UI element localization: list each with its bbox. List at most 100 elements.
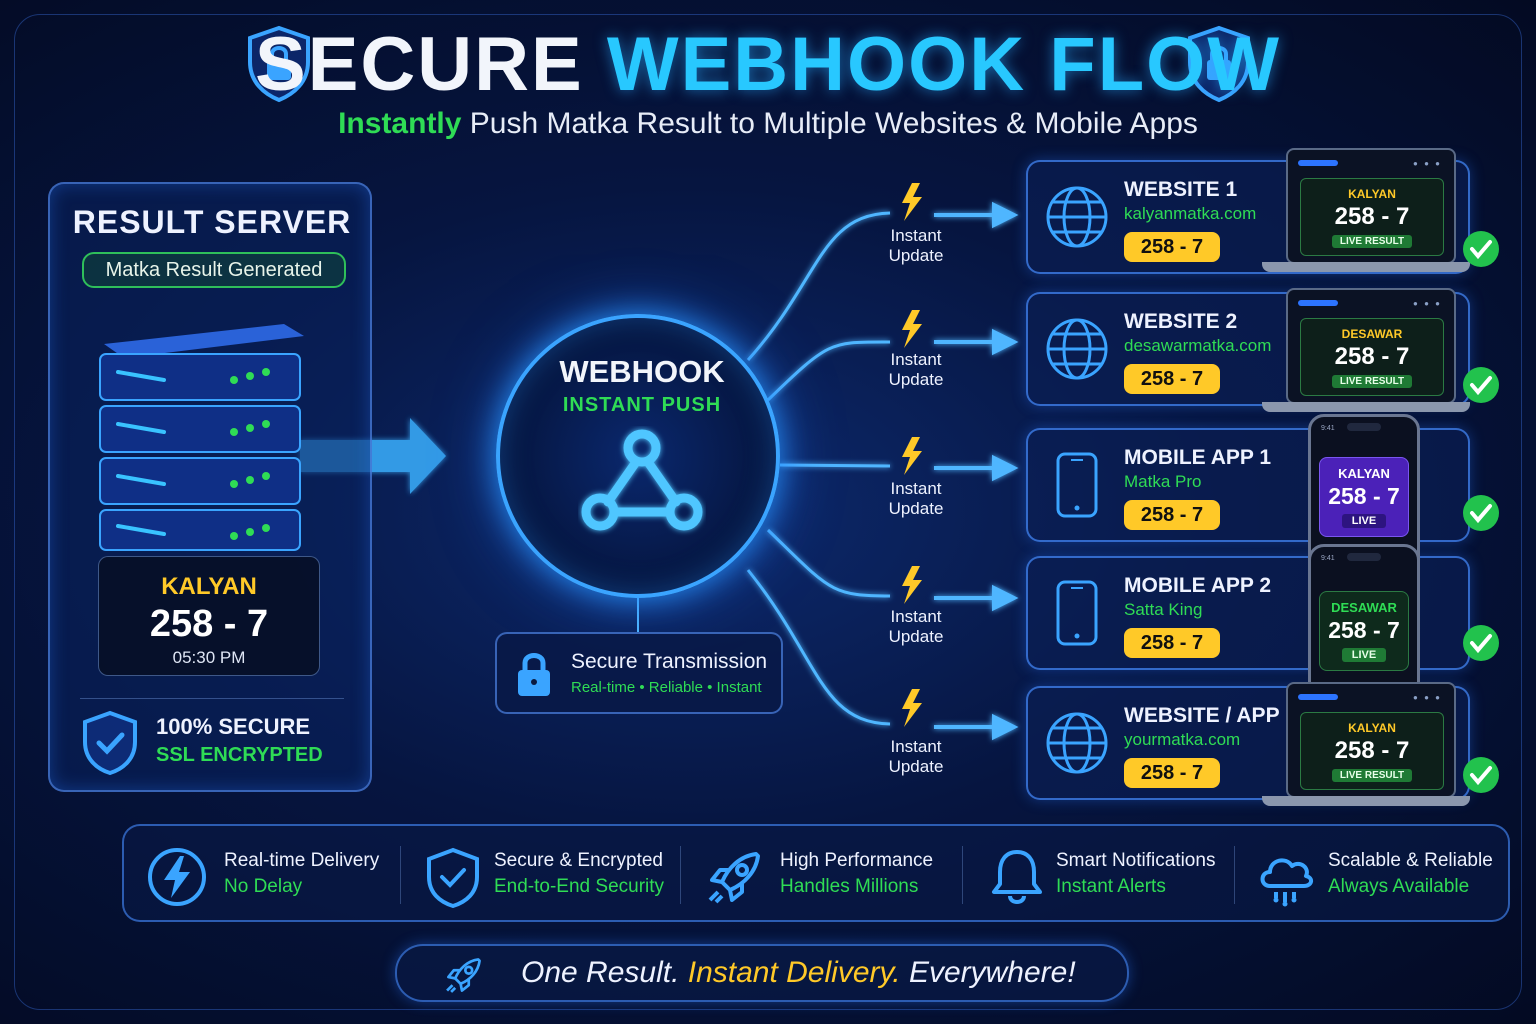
lock-icon	[518, 653, 550, 696]
lightning-icon	[148, 848, 206, 906]
feature-item: Secure & Encrypted End-to-End Security	[422, 826, 682, 924]
destination-url: desawarmatka.com	[1124, 336, 1272, 355]
screen-result: 258 - 7	[1328, 617, 1400, 643]
status-pill: Matka Result Generated	[82, 252, 346, 288]
feature-subtitle: Instant Alerts	[1056, 876, 1166, 897]
feature-title: Smart Notifications	[1056, 850, 1216, 871]
laptop-mockup: ● ● ● DESAWAR 258 - 7 LIVE RESULT	[1262, 288, 1470, 416]
live-badge: LIVE RESULT	[1331, 235, 1413, 248]
check-circle-icon	[1463, 231, 1499, 267]
subtitle-rest: Push Matka Result to Multiple Websites &…	[461, 107, 1198, 140]
live-badge: LIVE RESULT	[1331, 769, 1413, 782]
webhook-hub: WEBHOOK INSTANT PUSH	[496, 314, 780, 598]
page-title: SECURE WEBHOOK FLOW	[0, 20, 1536, 110]
tagline-part-2: Instant Delivery.	[687, 956, 901, 989]
destination-url: Matka Pro	[1124, 472, 1202, 491]
divider	[80, 698, 344, 699]
result-pill: 258 - 7	[1124, 500, 1220, 530]
laptop-mockup: ● ● ● KALYAN 258 - 7 LIVE RESULT	[1262, 148, 1470, 276]
feature-title: Scalable & Reliable	[1328, 850, 1493, 871]
check-circle-icon	[1463, 495, 1499, 531]
result-pill: 258 - 7	[1124, 364, 1220, 394]
tagline-part-3: Everywhere!	[900, 956, 1076, 989]
feature-item: High Performance Handles Millions	[704, 826, 964, 924]
subtitle-highlight: Instantly	[338, 107, 462, 140]
server-title: RESULT SERVER	[72, 204, 352, 240]
check-circle-icon	[1463, 625, 1499, 661]
transmission-title: Secure Transmission	[571, 650, 768, 673]
webhook-icon	[581, 429, 703, 531]
feature-title: High Performance	[780, 850, 934, 871]
laptop-screen: KALYAN 258 - 7 LIVE RESULT	[1300, 712, 1444, 790]
tagline-banner: One Result. Instant Delivery. Everywhere…	[395, 944, 1129, 1002]
tagline-text: One Result. Instant Delivery. Everywhere…	[521, 956, 1076, 990]
feature-item: Smart Notifications Instant Alerts	[986, 826, 1236, 924]
shield-check-icon	[83, 710, 137, 776]
card-arrows	[934, 201, 1019, 741]
live-badge: LIVE	[1341, 514, 1387, 528]
secure-title: 100% SECURE	[156, 714, 311, 739]
rocket-icon	[446, 958, 481, 993]
hub-subtitle: INSTANT PUSH	[562, 394, 722, 416]
feature-title: Real-time Delivery	[224, 850, 380, 871]
shield-check-icon	[427, 847, 479, 908]
feature-item: Scalable & Reliable Always Available	[1254, 826, 1504, 924]
phone-screen: DESAWAR 258 - 7 LIVE	[1319, 591, 1409, 671]
secure-transmission-box: Secure Transmission Real-time • Reliable…	[495, 632, 783, 714]
lightning-icon	[902, 183, 922, 727]
screen-result: 258 - 7	[1334, 343, 1410, 370]
screen-market: KALYAN	[1348, 187, 1396, 201]
laptop-screen: DESAWAR 258 - 7 LIVE RESULT	[1300, 318, 1444, 396]
screen-result: 258 - 7	[1334, 203, 1410, 230]
result-pill: 258 - 7	[1124, 628, 1220, 658]
live-badge: LIVE RESULT	[1331, 375, 1413, 388]
destination-card-mobile-app-2: MOBILE APP 2 Satta King 258 - 7	[1026, 556, 1470, 670]
feature-bar: Real-time Delivery No Delay Secure & Enc…	[122, 824, 1510, 922]
server-time: 05:30 PM	[172, 648, 246, 667]
feature-title: Secure & Encrypted	[494, 850, 663, 871]
title-part-1: SECURE	[255, 22, 584, 107]
feature-item: Real-time Delivery No Delay	[146, 826, 396, 924]
bell-icon	[992, 850, 1042, 904]
destination-url: Satta King	[1124, 600, 1203, 619]
feature-divider	[680, 846, 681, 904]
laptop-screen: KALYAN 258 - 7 LIVE RESULT	[1300, 178, 1444, 256]
destination-name: MOBILE APP 1	[1124, 446, 1272, 469]
outer-frame	[14, 14, 1522, 1010]
destination-name: MOBILE APP 2	[1124, 574, 1272, 597]
laptop-mockup: ● ● ● KALYAN 258 - 7 LIVE RESULT	[1262, 682, 1470, 810]
shield-lock-icon	[1188, 25, 1250, 103]
hub-branches	[746, 211, 891, 726]
transmission-subtitle: Real-time • Reliable • Instant	[571, 679, 762, 696]
server-result-box: KALYAN 258 - 7 05:30 PM	[98, 556, 320, 676]
server-market: KALYAN	[161, 573, 257, 600]
hub-title: WEBHOOK	[559, 354, 725, 389]
destination-url: yourmatka.com	[1124, 730, 1241, 749]
check-circle-icon	[1463, 367, 1499, 403]
destination-name: WEBSITE 1	[1124, 178, 1238, 201]
rocket-icon	[708, 852, 760, 904]
globe-icon	[1046, 186, 1108, 248]
feature-divider	[1234, 846, 1235, 904]
result-pill: 258 - 7	[1124, 758, 1220, 788]
globe-icon	[1046, 712, 1108, 774]
cloud-icon	[1260, 858, 1313, 907]
shield-lock-icon	[248, 25, 310, 103]
smartphone-icon	[1056, 452, 1098, 518]
page-subtitle: Instantly Push Matka Result to Multiple …	[0, 104, 1536, 144]
server-result: 258 - 7	[149, 603, 269, 645]
title-part-2: WEBHOOK FLOW	[606, 22, 1281, 107]
screen-market: DESAWAR	[1341, 327, 1403, 341]
check-circle-icon	[1463, 757, 1499, 793]
result-server-panel: RESULT SERVER Matka Result Generated KAL	[48, 182, 372, 792]
phone-screen: KALYAN 258 - 7 LIVE	[1319, 457, 1409, 537]
screen-market: DESAWAR	[1331, 600, 1397, 615]
screen-result: 258 - 7	[1328, 483, 1400, 509]
feature-subtitle: No Delay	[224, 876, 303, 897]
